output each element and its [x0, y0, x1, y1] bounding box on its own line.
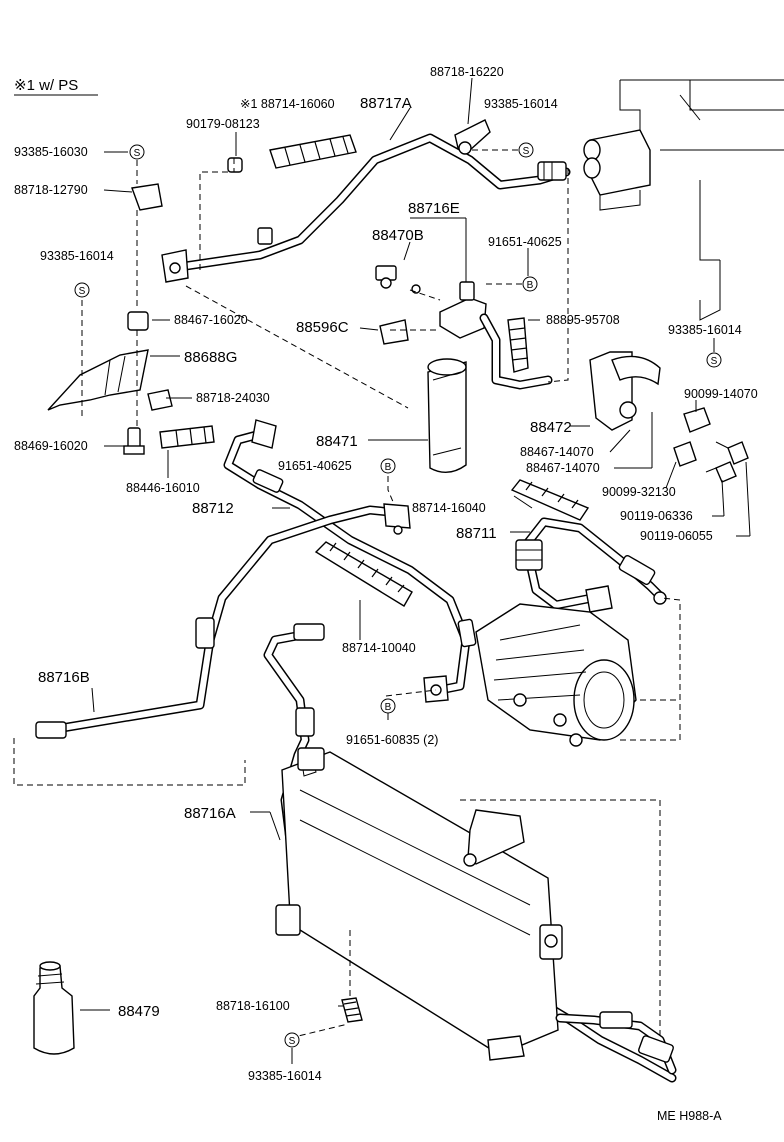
svg-text:B: B	[385, 462, 392, 473]
clip-90179-08123	[227, 157, 243, 173]
hose-88714-16060	[269, 134, 357, 169]
bolt-88469-16020	[123, 427, 145, 455]
diagram-code: ME H988-A	[657, 1109, 722, 1123]
clamp-88467-16020	[127, 311, 149, 331]
label-90099-14070: 90099-14070	[684, 387, 758, 401]
label-93385-16014-a: 93385-16014	[484, 97, 558, 111]
label-88472: 88472	[530, 419, 572, 436]
label-88716A: 88716A	[184, 805, 236, 822]
condenser	[275, 747, 677, 1075]
symbol-b-91651-40625-top: B	[522, 276, 538, 292]
svg-text:S: S	[79, 286, 86, 297]
label-88718-12790: 88718-12790	[14, 183, 88, 197]
svg-text:S: S	[711, 356, 718, 367]
symbol-b-91651-60835: B	[380, 698, 396, 714]
label-88446-16010: 88446-16010	[126, 481, 200, 495]
label-88718-16100: 88718-16100	[216, 999, 290, 1013]
symbol-s-93385-16014-right: S	[706, 352, 722, 368]
label-93385-16014-d: 93385-16014	[248, 1069, 322, 1083]
label-91651-40625-a: 91651-40625	[488, 235, 562, 249]
compressor	[475, 597, 681, 747]
hose-88895-95708	[507, 317, 529, 373]
fitting-88718-16100	[341, 997, 363, 1023]
evaporator-unit	[583, 79, 784, 321]
label-91651-60835: 91651-60835 (2)	[346, 733, 438, 747]
label-88470B: 88470B	[372, 227, 424, 244]
symbol-s-93385-16014-top: S	[518, 142, 534, 158]
label-88718-16220: 88718-16220	[430, 65, 504, 79]
label-88467-16020: 88467-16020	[174, 313, 248, 327]
label-88895-95708: 88895-95708	[546, 313, 620, 327]
header-note: ※1 w/ PS	[14, 77, 98, 96]
svg-text:S: S	[289, 1036, 296, 1047]
pipe-88712	[223, 419, 477, 703]
leader-lines	[80, 77, 751, 1064]
label-93385-16014-c: 93385-16014	[668, 323, 742, 337]
pipe-88717A	[161, 133, 571, 283]
fitting-88446-16010	[159, 425, 215, 449]
label-88712: 88712	[192, 500, 234, 517]
plate-88596C	[379, 319, 409, 345]
ps-note-text: ※1 w/ PS	[14, 77, 78, 94]
label-90179-08123: 90179-08123	[186, 117, 260, 131]
svg-text:B: B	[527, 280, 534, 291]
label-93385-16030: 93385-16030	[14, 145, 88, 159]
label-88469-16020: 88469-16020	[14, 439, 88, 453]
symbol-s-93385-16030: S	[129, 144, 145, 160]
symbol-s-93385-16014-bottom: S	[284, 1032, 300, 1048]
grommet-90099-14070	[683, 407, 711, 433]
clamp-88718-12790	[131, 183, 163, 211]
label-88688G: 88688G	[184, 349, 237, 366]
svg-text:B: B	[385, 702, 392, 713]
grommet-90099-32130	[673, 441, 697, 467]
bolt-90119-06055	[715, 441, 749, 465]
label-91651-40625-b: 91651-40625	[278, 459, 352, 473]
label-88716B: 88716B	[38, 669, 90, 686]
label-88479: 88479	[118, 1003, 160, 1020]
label-88596C: 88596C	[296, 319, 349, 336]
pipe-88711	[515, 517, 667, 613]
switch-88470B	[375, 265, 421, 294]
receiver-88471	[427, 358, 467, 473]
bracket-88688G	[47, 349, 149, 411]
svg-text:S: S	[523, 146, 530, 157]
clip-88718-24030	[147, 389, 173, 411]
label-88714-16040: 88714-16040	[412, 501, 486, 515]
svg-text:S: S	[134, 148, 141, 159]
label-88714-16060: ※1 88714-16060	[240, 97, 335, 111]
hose-88714-16040	[510, 479, 590, 521]
bracket-88472	[589, 351, 661, 431]
label-88471: 88471	[316, 433, 358, 450]
label-90119-06055: 90119-06055	[640, 529, 713, 543]
label-90099-32130: 90099-32130	[602, 485, 676, 499]
label-88467-14070-a: 88467-14070	[520, 445, 594, 459]
label-88467-14070-b: 88467-14070	[526, 461, 600, 475]
part-labels: 88718-16220 93385-16014 ※1 88714-16060 8…	[14, 65, 758, 1083]
label-88718-24030: 88718-24030	[196, 391, 270, 405]
label-88714-10040: 88714-10040	[342, 641, 416, 655]
label-88716E: 88716E	[408, 200, 460, 217]
fitting-88718-16220	[454, 119, 491, 155]
boot-88479	[33, 961, 75, 1055]
label-90119-06336: 90119-06336	[620, 509, 693, 523]
pipe-88716B	[35, 503, 411, 739]
label-93385-16014-b: 93385-16014	[40, 249, 114, 263]
locator-lines	[13, 149, 681, 1040]
hose-88714-10040	[314, 541, 413, 607]
bolt-90119-06336	[705, 461, 737, 483]
label-88711: 88711	[456, 525, 497, 542]
label-88717A: 88717A	[360, 95, 412, 112]
valve-88716E	[439, 281, 553, 390]
symbol-b-91651-40625-mid: B	[380, 458, 396, 474]
symbol-s-93385-16014-left: S	[74, 282, 90, 298]
